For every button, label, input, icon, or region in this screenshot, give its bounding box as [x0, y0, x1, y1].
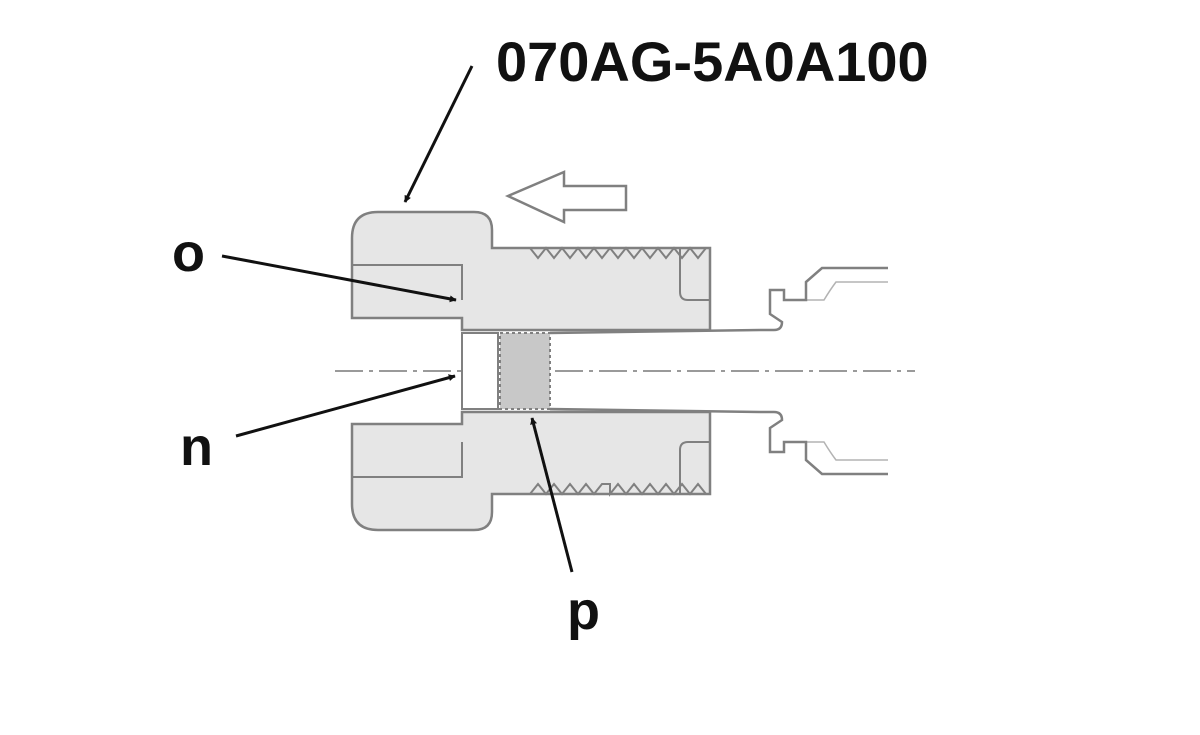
callout-n: n	[180, 417, 213, 477]
nut-upper-groove	[352, 264, 463, 300]
callout-o: o	[172, 223, 205, 283]
leader-p	[530, 417, 574, 573]
union-upper	[760, 266, 888, 332]
filter-element	[499, 332, 551, 410]
nut-lower-groove	[352, 442, 463, 478]
tube-lower-wall	[549, 407, 761, 414]
nut-upper-half	[350, 210, 712, 332]
leader-n	[235, 374, 456, 438]
leader-part-number	[403, 65, 474, 203]
seat-ring	[461, 332, 499, 410]
union-lower-inner	[806, 441, 888, 461]
thread-lower	[529, 482, 707, 497]
part-number-label: 070AG-5A0A100	[496, 30, 929, 93]
nut-lower-step	[679, 441, 710, 494]
arrow-left-icon	[504, 170, 628, 224]
tube-upper-wall	[549, 328, 761, 335]
callout-p: p	[567, 581, 600, 641]
leader-o	[221, 254, 457, 303]
nut-upper-step	[679, 248, 710, 301]
thread-upper	[529, 246, 707, 260]
nut-lower-half	[350, 410, 712, 532]
union-upper-inner	[806, 281, 888, 301]
union-lower	[760, 410, 888, 476]
